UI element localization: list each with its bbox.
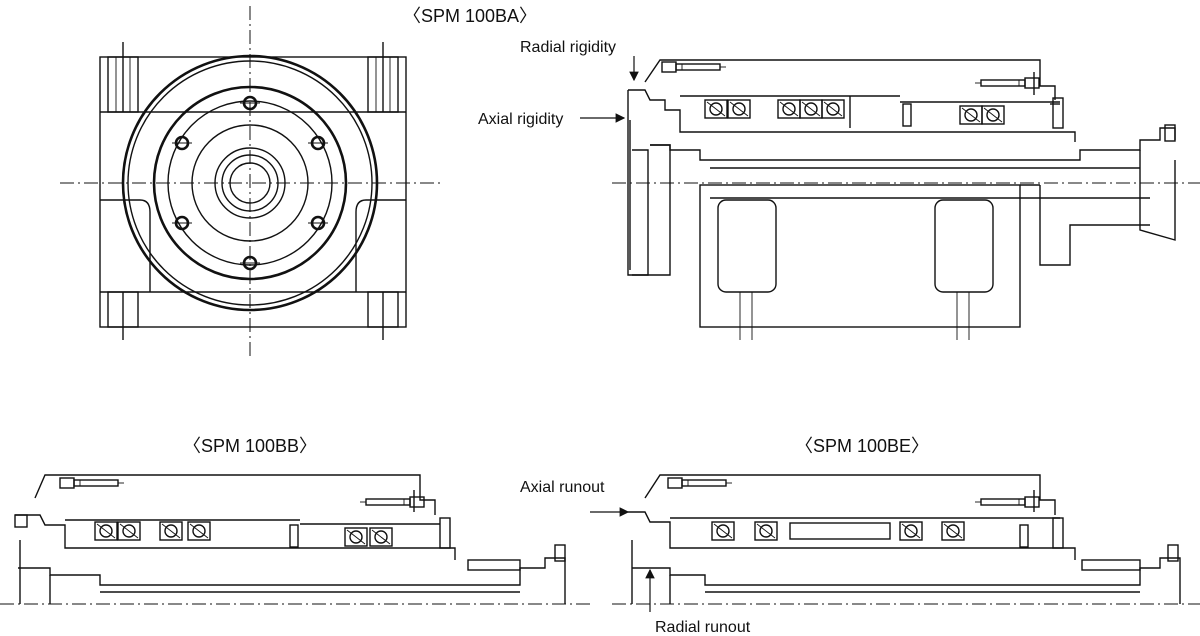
axial-rigidity-label: Axial rigidity (478, 111, 563, 128)
radial-rigidity-label: Radial rigidity (520, 39, 616, 56)
be-view-title: 〈SPM 100BE〉 (795, 436, 929, 456)
front-view-title: 〈SPM 100BA〉 (403, 6, 537, 26)
bb-view-title: 〈SPM 100BB〉 (183, 436, 317, 456)
front-view (60, 6, 440, 360)
axial-runout-label: Axial runout (520, 479, 605, 496)
bb-section-view (0, 474, 590, 605)
be-section-view (612, 474, 1200, 605)
radial-runout-label: Radial runout (655, 619, 751, 636)
side-section-view (612, 59, 1200, 340)
